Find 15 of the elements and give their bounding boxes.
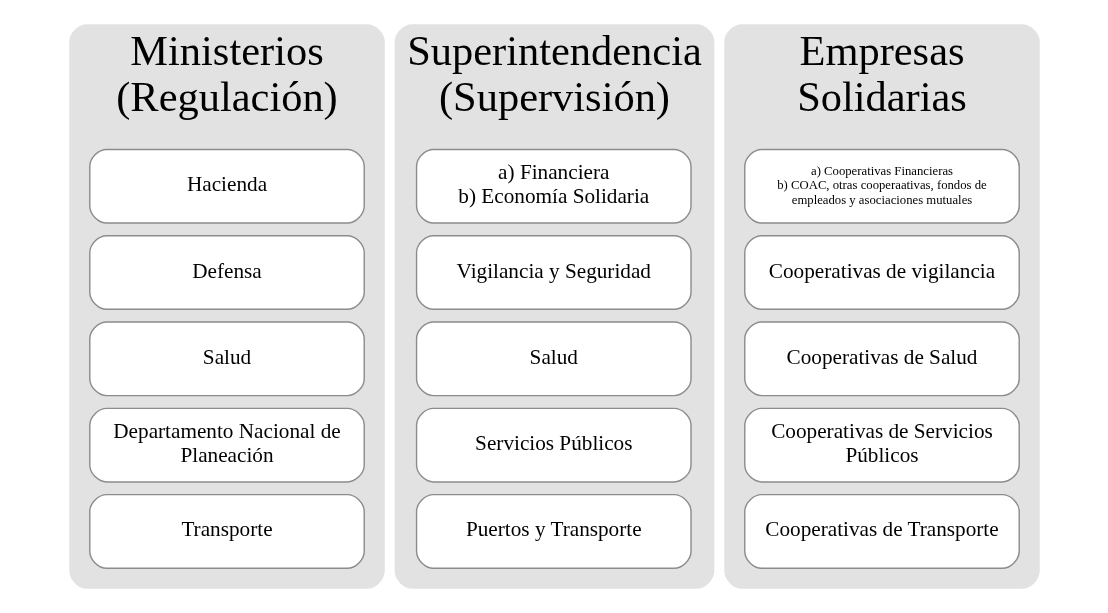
node-box: Transporte [88, 493, 365, 569]
node-box: Cooperativas de Transporte [743, 493, 1020, 569]
node-box: Cooperativas de vigilancia [743, 235, 1020, 311]
node-box: Hacienda [88, 148, 365, 224]
node-box: Cooperativas de Salud [743, 321, 1020, 397]
node-box: a) Financiera b) Economía Solidaria [415, 148, 692, 224]
node-box: Departamento Nacional de Planeación [88, 407, 365, 483]
node-box: Cooperativas de Servicios Públicos [743, 407, 1020, 483]
node-box: Salud [88, 321, 365, 397]
node-box: Vigilancia y Seguridad [415, 235, 692, 311]
node-box: Puertos y Transporte [415, 493, 692, 569]
node-box: Defensa [88, 235, 365, 311]
node-box: Salud [415, 321, 692, 397]
node-box: Servicios Públicos [415, 407, 692, 483]
node-box: a) Cooperativas Financieras b) COAC, otras cooperaativas, fondos de empleados y asociaciones mutuales [743, 148, 1020, 224]
